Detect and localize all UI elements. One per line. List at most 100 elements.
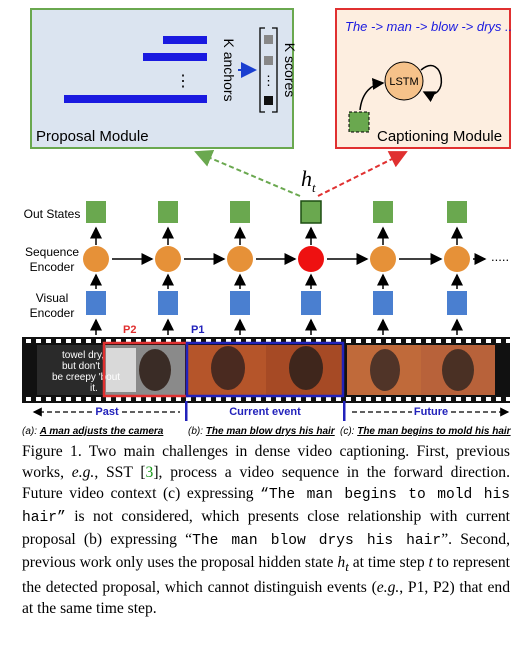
sprocket-hole xyxy=(26,397,31,401)
row-label-sequence-encoder: Sequence xyxy=(25,245,79,259)
out-state-box xyxy=(373,201,393,223)
sprocket-hole xyxy=(386,397,391,401)
sequence-node xyxy=(227,246,253,272)
sprocket-hole xyxy=(466,339,471,343)
sprocket-hole xyxy=(156,339,161,343)
captioning-module-label: Captioning Module xyxy=(377,128,502,145)
sprocket-hole xyxy=(46,339,51,343)
trailing-dots: ..... xyxy=(491,249,509,264)
state-to-lstm-arrow xyxy=(359,77,385,111)
sprocket-hole xyxy=(336,339,341,343)
row-label-visual-encoder: Encoder xyxy=(30,306,75,320)
visual-encoder-box xyxy=(301,291,321,315)
sprocket-hole xyxy=(326,397,331,401)
frame-text: be creepy 'bout xyxy=(52,372,120,383)
caption-math: h xyxy=(337,554,346,571)
out-state-box xyxy=(447,201,467,223)
sprocket-hole xyxy=(316,339,321,343)
lstm-node xyxy=(384,61,424,101)
sprocket-hole xyxy=(46,397,51,401)
caption-code: “The man begins to mold his hair” xyxy=(22,487,510,526)
sprocket-hole xyxy=(436,397,441,401)
figure-diagram: ⋮ K anchors ⋮ K scores Proposal Module T… xyxy=(22,8,512,437)
row-label-sequence-encoder: Encoder xyxy=(30,260,75,274)
sprocket-hole xyxy=(126,397,131,401)
sprocket-hole xyxy=(456,339,461,343)
sprocket-hole xyxy=(366,339,371,343)
sprocket-hole xyxy=(286,339,291,343)
sprocket-hole xyxy=(136,339,141,343)
sprocket-hole xyxy=(116,397,121,401)
sprocket-hole xyxy=(136,397,141,401)
figure-caption: Figure 1. Two main challenges in dense v… xyxy=(22,441,510,619)
lstm-loop-arrow xyxy=(420,64,443,103)
sequence-node xyxy=(155,246,181,272)
event-start-marker xyxy=(185,401,188,421)
sprocket-hole xyxy=(106,397,111,401)
sprocket-hole xyxy=(346,339,351,343)
citation-link[interactable]: 3 xyxy=(145,464,154,481)
caption-text: Figure 1. Two main challenges in dense v… xyxy=(22,443,510,481)
person-silhouette xyxy=(139,349,171,391)
lstm-label: LSTM xyxy=(389,76,418,88)
timeline-past: Past xyxy=(95,406,119,418)
caption-text: e.g. xyxy=(376,579,400,597)
sprocket-hole xyxy=(416,339,421,343)
visual-encoder-box xyxy=(447,291,467,315)
sequence-node xyxy=(83,246,109,272)
sprocket-hole xyxy=(56,339,61,343)
sprocket-hole xyxy=(436,339,441,343)
anchor-bar xyxy=(163,36,207,44)
sprocket-hole xyxy=(426,339,431,343)
p2-label: P2 xyxy=(123,324,136,336)
sprocket-hole xyxy=(446,339,451,343)
timeline-future: Future xyxy=(414,406,448,418)
ht-to-captioning-arrow xyxy=(317,151,408,197)
caption-text: ”. Second, previous work only uses the p… xyxy=(22,531,510,571)
caption-sentence: The -> man -> blow -> drys .. xyxy=(345,19,512,34)
caption-text: , P1, P2) that end at the same time step… xyxy=(22,579,510,618)
sprocket-hole xyxy=(486,339,491,343)
sprocket-hole xyxy=(86,397,91,401)
sprocket-hole xyxy=(66,397,71,401)
sprocket-hole xyxy=(336,397,341,401)
sprocket-hole xyxy=(426,397,431,401)
row-label-visual-encoder: Visual xyxy=(36,291,68,305)
video-frame xyxy=(37,345,103,395)
sprocket-hole xyxy=(76,397,81,401)
sprocket-hole xyxy=(396,397,401,401)
sprocket-hole xyxy=(326,339,331,343)
sprocket-hole xyxy=(146,397,151,401)
sprocket-hole xyxy=(176,339,181,343)
film-strip: towel dry, but don't be creepy 'bout it. xyxy=(22,337,511,403)
k-scores-label: K scores xyxy=(282,43,298,97)
p1-label: P1 xyxy=(191,324,204,336)
scores-bracket-right xyxy=(272,27,278,113)
frame-text: towel dry, xyxy=(62,350,104,361)
out-state-box xyxy=(158,201,178,223)
out-state-box xyxy=(86,201,106,223)
sprocket-hole xyxy=(106,339,111,343)
captioning-input-state xyxy=(348,111,370,133)
sprocket-hole xyxy=(186,339,191,343)
sequence-node xyxy=(444,246,470,272)
sprocket-hole xyxy=(206,339,211,343)
sprocket-hole xyxy=(86,339,91,343)
visual-encoder-box xyxy=(86,291,106,315)
person-silhouette xyxy=(370,349,400,391)
caption-text: is not considered, which presents close … xyxy=(22,508,510,548)
out-state-box xyxy=(230,201,250,223)
sprocket-hole xyxy=(236,397,241,401)
sprocket-hole xyxy=(206,397,211,401)
sprocket-hole xyxy=(306,339,311,343)
sprocket-hole xyxy=(286,397,291,401)
sprocket-hole xyxy=(266,339,271,343)
anchor-ellipsis: ⋮ xyxy=(175,73,191,90)
sprocket-hole xyxy=(186,397,191,401)
caption-text: , SST [ xyxy=(94,464,146,481)
sprocket-hole xyxy=(506,339,511,343)
sprocket-hole xyxy=(416,397,421,401)
sprocket-hole xyxy=(496,397,501,401)
score-cell xyxy=(264,56,273,65)
sprocket-hole xyxy=(146,339,151,343)
